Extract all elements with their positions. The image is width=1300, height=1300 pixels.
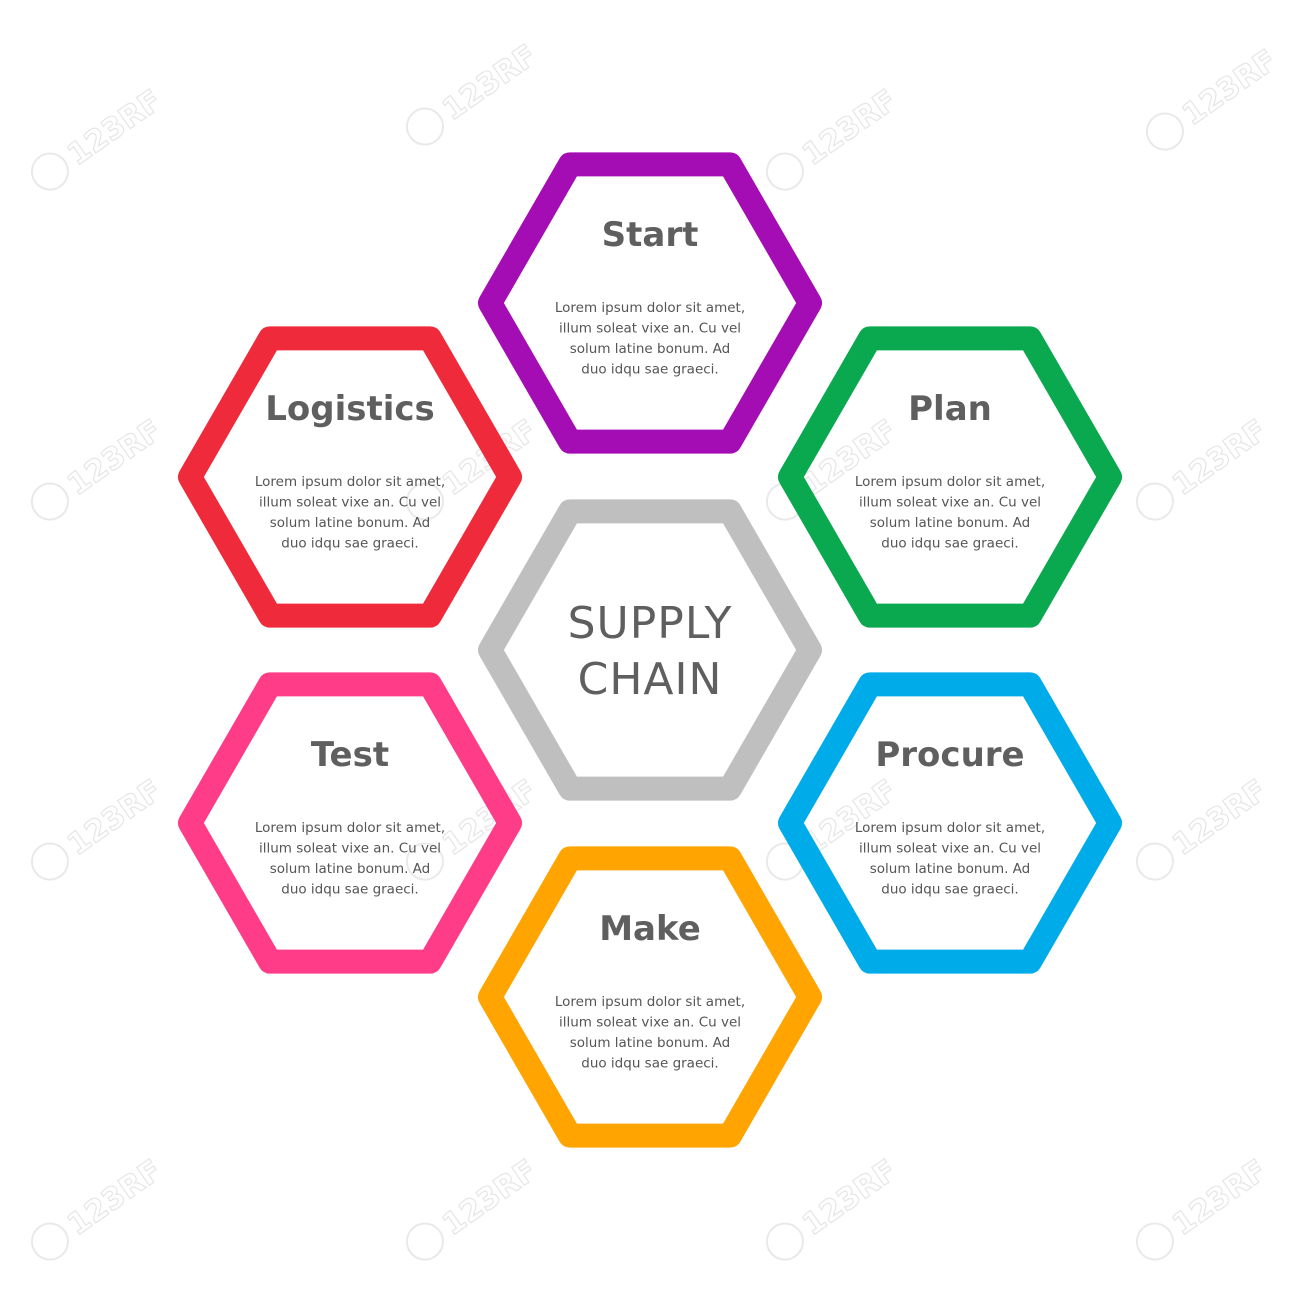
start-body-line: duo idqu sae graeci.: [581, 362, 718, 378]
svg-text:123RF: 123RF: [796, 83, 903, 173]
watermark: 123RF: [765, 1153, 904, 1261]
svg-text:123RF: 123RF: [1166, 413, 1273, 503]
start-body-line: illum soleat vixe an. Cu vel: [559, 321, 741, 337]
logistics-body-line: solum latine bonum. Ad: [270, 515, 431, 531]
watermark: 123RF: [30, 83, 169, 191]
svg-text:123RF: 123RF: [796, 1153, 903, 1243]
center-title-line2: CHAIN: [578, 654, 723, 705]
plan-body-line: Lorem ipsum dolor sit amet,: [855, 474, 1045, 490]
procure-title: Procure: [875, 735, 1024, 775]
watermark: 123RF: [405, 38, 544, 146]
test-body-line: solum latine bonum. Ad: [270, 861, 431, 877]
svg-text:123RF: 123RF: [61, 83, 168, 173]
test-title: Test: [311, 735, 389, 775]
plan-body-line: solum latine bonum. Ad: [870, 515, 1031, 531]
procure-hexagon-outline: [778, 672, 1122, 974]
make-body-line: illum soleat vixe an. Cu vel: [559, 1015, 741, 1031]
test-body-line: illum soleat vixe an. Cu vel: [259, 841, 441, 857]
test-body-line: duo idqu sae graeci.: [281, 882, 418, 898]
logistics-title: Logistics: [265, 389, 435, 429]
procure-body-line: duo idqu sae graeci.: [881, 882, 1018, 898]
procure-body-line: Lorem ipsum dolor sit amet,: [855, 820, 1045, 836]
watermark: 123RF: [1135, 1153, 1274, 1261]
svg-text:123RF: 123RF: [1166, 1153, 1273, 1243]
make-body-line: duo idqu sae graeci.: [581, 1056, 718, 1072]
test-hexagon-outline: [178, 672, 522, 974]
make-body-line: solum latine bonum. Ad: [570, 1035, 731, 1051]
watermark: 123RF: [1135, 773, 1274, 881]
test-body-line: Lorem ipsum dolor sit amet,: [255, 820, 445, 836]
svg-text:123RF: 123RF: [436, 1153, 543, 1243]
watermark: 123RF: [30, 1153, 169, 1261]
watermark: 123RF: [1145, 43, 1284, 151]
watermark: 123RF: [30, 773, 169, 881]
watermark: 123RF: [765, 83, 904, 191]
center-title-line1: SUPPLY: [568, 598, 733, 649]
center-hexagon-outline: [478, 499, 822, 801]
plan-body-line: duo idqu sae graeci.: [881, 536, 1018, 552]
plan-title: Plan: [908, 389, 992, 429]
start-hexagon-outline: [478, 152, 822, 454]
logistics-body-line: duo idqu sae graeci.: [281, 536, 418, 552]
logistics-body-line: Lorem ipsum dolor sit amet,: [255, 474, 445, 490]
watermark: 123RF: [30, 413, 169, 521]
svg-text:123RF: 123RF: [436, 38, 543, 128]
watermark: 123RF: [405, 1153, 544, 1261]
logistics-hexagon-outline: [178, 326, 522, 628]
procure-body-line: solum latine bonum. Ad: [870, 861, 1031, 877]
svg-text:123RF: 123RF: [1166, 773, 1273, 863]
plan-body-line: illum soleat vixe an. Cu vel: [859, 495, 1041, 511]
svg-text:123RF: 123RF: [61, 773, 168, 863]
start-title: Start: [602, 215, 699, 255]
make-title: Make: [599, 909, 701, 949]
logistics-body-line: illum soleat vixe an. Cu vel: [259, 495, 441, 511]
svg-text:123RF: 123RF: [61, 413, 168, 503]
start-body-line: Lorem ipsum dolor sit amet,: [555, 300, 745, 316]
start-body-line: solum latine bonum. Ad: [570, 341, 731, 357]
watermark: 123RF: [1135, 413, 1274, 521]
svg-text:123RF: 123RF: [1176, 43, 1283, 133]
plan-hexagon-outline: [778, 326, 1122, 628]
make-hexagon-outline: [478, 846, 822, 1148]
procure-body-line: illum soleat vixe an. Cu vel: [859, 841, 1041, 857]
svg-text:123RF: 123RF: [61, 1153, 168, 1243]
make-body-line: Lorem ipsum dolor sit amet,: [555, 994, 745, 1010]
